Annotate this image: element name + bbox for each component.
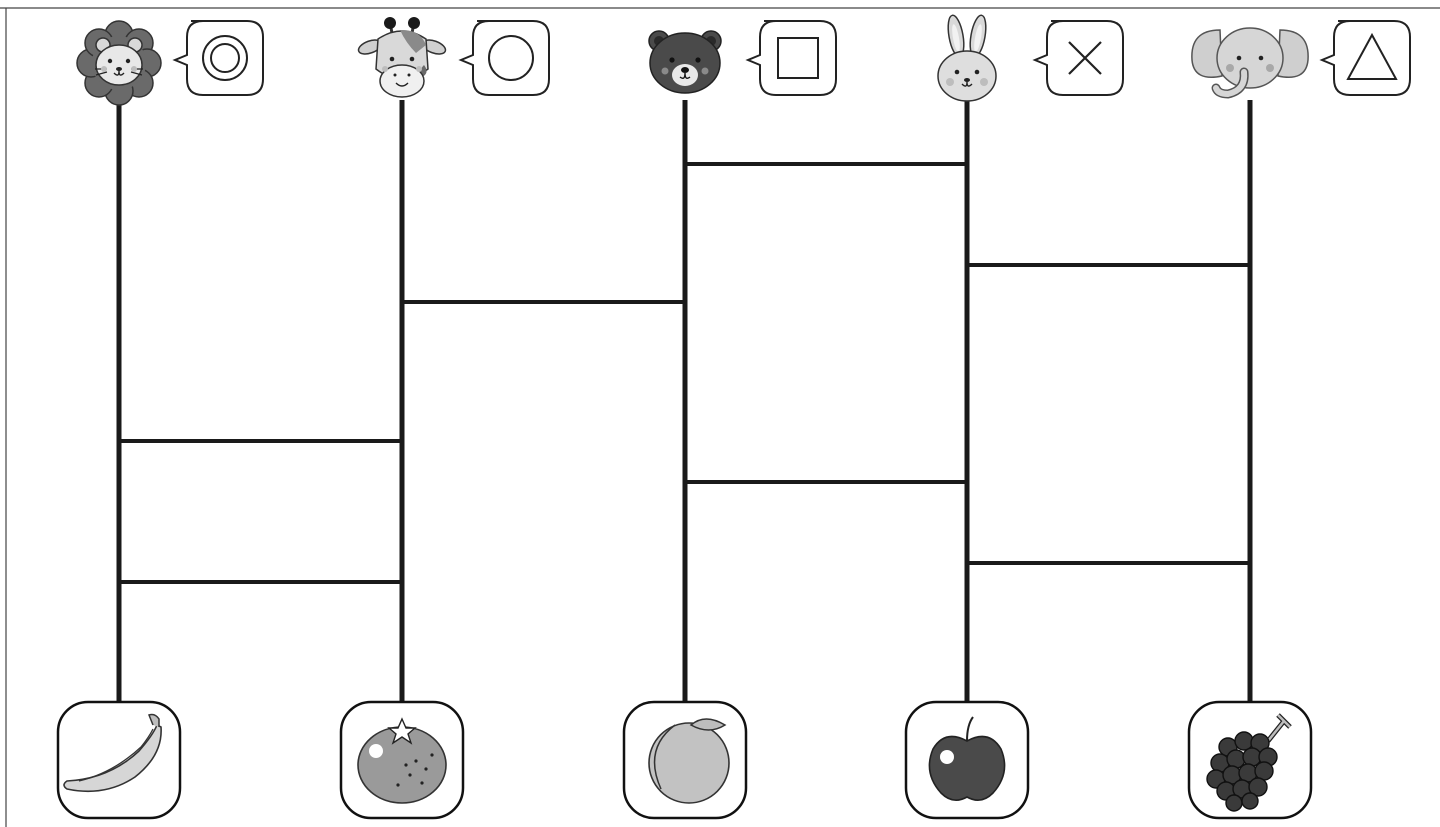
fruit-box-orange[interactable] (341, 702, 463, 818)
speech-bubble-double-circle (175, 21, 263, 95)
speech-bubble-square (748, 21, 836, 95)
ladder-rails (119, 100, 1250, 703)
giraffe-face-icon[interactable] (357, 17, 448, 97)
fruit-box-grapes[interactable] (1189, 702, 1311, 818)
fruit-box-peach[interactable] (624, 702, 746, 818)
elephant-face-icon[interactable] (1192, 28, 1308, 94)
speech-bubble-triangle (1322, 21, 1410, 95)
rabbit-face-icon[interactable] (938, 14, 996, 101)
bear-face-icon[interactable] (649, 31, 721, 93)
fruit-box-apple[interactable] (906, 702, 1028, 818)
lion-face-icon[interactable] (77, 21, 161, 105)
fruit-box-banana[interactable] (58, 702, 180, 818)
speech-bubble-cross (1035, 21, 1123, 95)
speech-bubble-circle (461, 21, 549, 95)
